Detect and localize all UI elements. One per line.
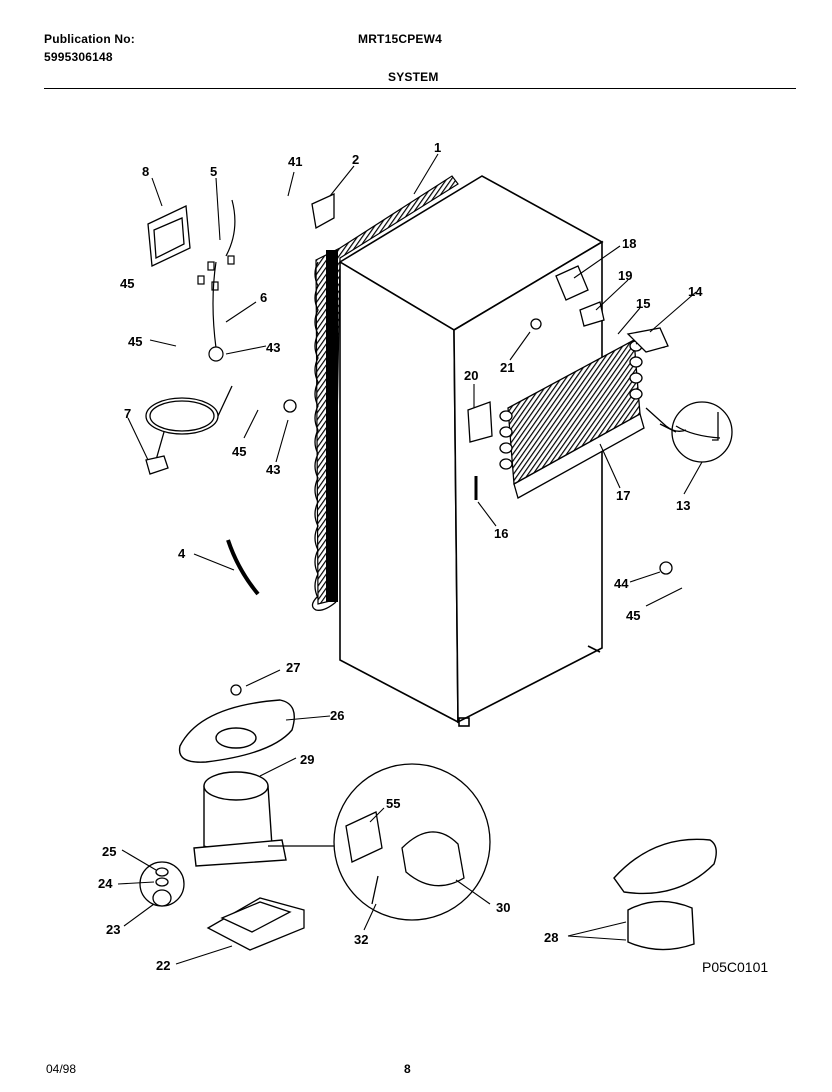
header-rule (44, 88, 796, 89)
callout-21: 21 (500, 360, 514, 375)
callout-2: 2 (352, 152, 359, 167)
callout-44: 44 (614, 576, 629, 591)
callout-27: 27 (286, 660, 300, 675)
callout-29: 29 (300, 752, 314, 767)
diagram-code: P05C0101 (702, 959, 768, 975)
callout-labels: 1 2 41 8 5 45 6 45 43 7 45 43 18 19 15 1… (98, 140, 703, 973)
callout-8: 8 (142, 164, 149, 179)
callout-45-c: 45 (232, 444, 246, 459)
callout-28: 28 (544, 930, 558, 945)
condenser-coil (311, 175, 459, 611)
callout-45-d: 45 (626, 608, 640, 623)
callout-16: 16 (494, 526, 508, 541)
evaporator (499, 327, 687, 499)
callout-19: 19 (618, 268, 632, 283)
drier-detail (659, 401, 733, 463)
callout-13: 13 (676, 498, 690, 513)
callout-41: 41 (288, 154, 302, 169)
callout-18: 18 (622, 236, 636, 251)
service-cord (145, 385, 233, 475)
callout-14: 14 (688, 284, 703, 299)
callout-20: 20 (464, 368, 478, 383)
wiring-harness (197, 199, 236, 362)
callout-1: 1 (434, 140, 441, 155)
model-number: MRT15CPEW4 (358, 32, 443, 46)
callout-22: 22 (156, 958, 170, 973)
callout-15: 15 (636, 296, 650, 311)
footer-date: 04/98 (46, 1062, 77, 1076)
callout-25: 25 (102, 844, 116, 859)
section-title: SYSTEM (388, 70, 439, 84)
callout-43-b: 43 (266, 462, 280, 477)
compressor-assembly-alt (613, 838, 717, 951)
relay-detail (268, 763, 491, 921)
callout-24: 24 (98, 876, 113, 891)
callout-6: 6 (260, 290, 267, 305)
compressor-mount (206, 897, 305, 951)
callout-7: 7 (124, 406, 131, 421)
callout-17: 17 (616, 488, 630, 503)
callout-55: 55 (386, 796, 400, 811)
drain-pan (178, 699, 295, 763)
callout-43-a: 43 (266, 340, 280, 355)
compressor (193, 771, 287, 867)
callout-45-a: 45 (120, 276, 134, 291)
callout-45-b: 45 (128, 334, 142, 349)
small-parts (147, 192, 673, 696)
callout-30: 30 (496, 900, 510, 915)
callout-5: 5 (210, 164, 217, 179)
publication-number: 5995306148 (44, 50, 113, 64)
callout-32: 32 (354, 932, 368, 947)
footer-page-number: 8 (404, 1062, 411, 1076)
callout-23: 23 (106, 922, 120, 937)
callout-26: 26 (330, 708, 344, 723)
callout-4: 4 (178, 546, 186, 561)
grommet-stack (139, 861, 185, 907)
publication-label: Publication No: (44, 32, 135, 46)
leader-lines (117, 153, 703, 965)
